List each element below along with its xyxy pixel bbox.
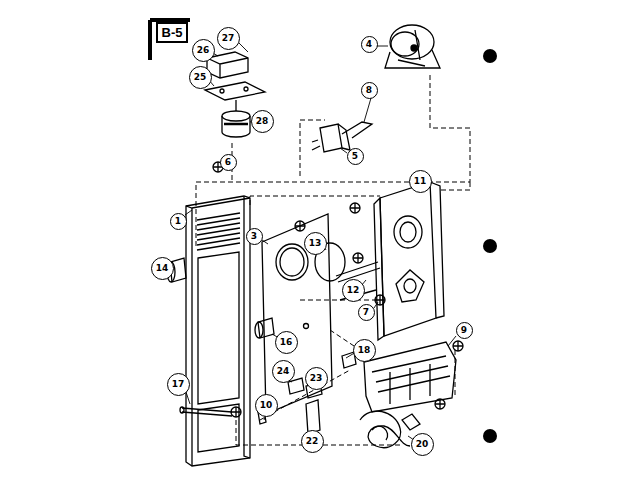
callout-number: 25 (189, 66, 212, 89)
callout-number: 10 (255, 394, 278, 417)
callout-number: 13 (304, 232, 327, 255)
callout-number: 24 (272, 360, 295, 383)
callout-number: 26 (192, 39, 215, 62)
callout-number: 9 (456, 322, 473, 339)
callout-number: 6 (220, 154, 237, 171)
callout-number: 11 (409, 170, 432, 193)
callout-number: 27 (217, 27, 240, 50)
callout-number: 17 (167, 373, 190, 396)
callout-number: 4 (361, 36, 378, 53)
callout-number: 16 (275, 331, 298, 354)
page-tag: B-5 (156, 22, 189, 43)
callout-number: 7 (358, 304, 375, 321)
callout-number: 28 (251, 110, 274, 133)
callout-number: 1 (170, 213, 187, 230)
callout-number: 8 (361, 82, 378, 99)
callout-number: 12 (342, 279, 365, 302)
callout-number: 5 (347, 148, 364, 165)
callout-number: 22 (301, 430, 324, 453)
callout-number: 23 (305, 367, 328, 390)
callout-number: 18 (353, 339, 376, 362)
callout-number: 20 (411, 433, 434, 456)
callout-number: 14 (151, 257, 174, 280)
callout-number: 3 (246, 228, 263, 245)
